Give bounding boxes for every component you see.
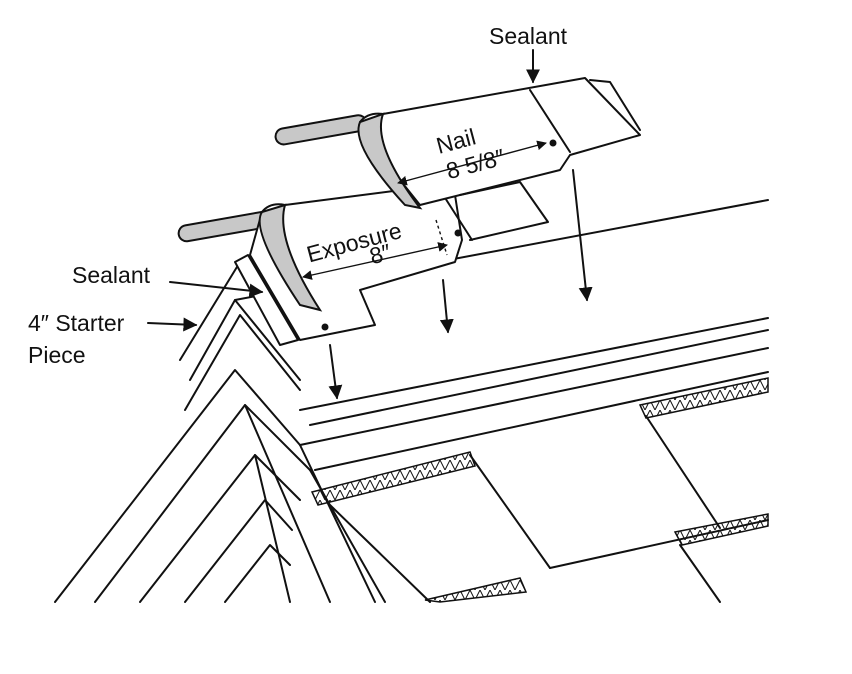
gray-rod-upper	[274, 114, 368, 146]
shingle-course-1	[310, 451, 476, 506]
starter-piece	[234, 254, 299, 346]
gable-end	[54, 261, 386, 603]
roof-slope	[234, 199, 769, 603]
sealant-left-label: Sealant	[72, 262, 151, 288]
arrow-starter	[147, 317, 198, 332]
starter-piece-label-line1: 4″ Starter	[28, 310, 125, 336]
arrow-down-2	[439, 279, 454, 334]
nail-dimension-arrow	[397, 140, 547, 186]
arrow-down-3	[572, 169, 593, 302]
shingle-course-4	[424, 577, 528, 603]
arrows	[147, 49, 593, 400]
starter-piece-label-line2: Piece	[28, 342, 86, 368]
sealant-top-label: Sealant	[489, 23, 568, 49]
shingle-course-2	[638, 377, 769, 419]
exposure-dimension-arrow	[302, 242, 448, 280]
arrow-down-1	[328, 344, 343, 400]
arrow-sealant-left	[169, 281, 264, 298]
